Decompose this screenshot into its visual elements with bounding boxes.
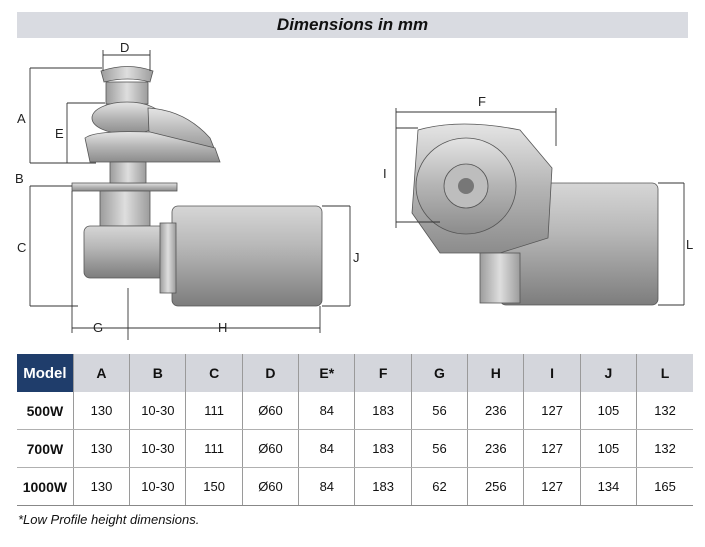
table-cell: 132 (636, 429, 693, 468)
front-view-drawing (411, 123, 659, 306)
header-i: I (523, 354, 581, 392)
table-cell: 56 (410, 392, 468, 430)
footnote: *Low Profile height dimensions. (18, 512, 200, 527)
table-cell: 105 (579, 392, 637, 430)
label-G: G (93, 320, 103, 335)
table-cell: 165 (636, 467, 693, 506)
table-cell: 183 (354, 429, 412, 468)
table-row: 500W 130 10-30 111 Ø60 84 183 56 236 127… (17, 392, 693, 430)
table-cell: Ø60 (241, 467, 299, 506)
table-cell: 84 (298, 429, 355, 468)
page-title: Dimensions in mm (17, 12, 688, 38)
header-f: F (354, 354, 412, 392)
side-view-dimension-lines (29, 50, 351, 340)
model-cell: 1000W (17, 467, 74, 506)
table-cell: 134 (579, 467, 637, 506)
table-cell: 236 (467, 392, 524, 430)
table-cell: 84 (298, 467, 355, 506)
header-model: Model (17, 354, 74, 392)
table-cell: 105 (579, 429, 637, 468)
dimensions-table: Model A B C D E* F G H I J L 500W 130 10… (17, 354, 693, 506)
model-cell: 700W (17, 429, 74, 468)
label-C: C (17, 240, 26, 255)
table-row: 700W 130 10-30 111 Ø60 84 183 56 236 127… (17, 429, 693, 468)
header-b: B (129, 354, 186, 392)
table-cell: 130 (72, 467, 130, 506)
table-cell: Ø60 (241, 392, 299, 430)
table-cell: 10-30 (129, 392, 186, 430)
table-cell: 56 (410, 429, 468, 468)
table-cell: 150 (185, 467, 243, 506)
table-cell: 130 (72, 429, 130, 468)
table-cell: 127 (523, 467, 581, 506)
table-cell: 256 (467, 467, 524, 506)
label-I: I (383, 166, 387, 181)
model-cell: 500W (17, 392, 74, 430)
winch-drawings-svg: A E B C D G H J F I L (15, 40, 693, 340)
label-L: L (686, 237, 693, 252)
label-B: B (15, 171, 24, 186)
table-cell: 111 (185, 429, 243, 468)
table-cell: 236 (467, 429, 524, 468)
table-cell: 127 (523, 429, 581, 468)
table-header-row: Model A B C D E* F G H I J L (17, 354, 693, 392)
label-A: A (17, 111, 26, 126)
table-row: 1000W 130 10-30 150 Ø60 84 183 62 256 12… (17, 467, 693, 506)
table-cell: 183 (354, 392, 412, 430)
label-H: H (218, 320, 227, 335)
table-cell: 10-30 (129, 429, 186, 468)
label-E: E (55, 126, 64, 141)
header-h: H (467, 354, 524, 392)
header-g: G (410, 354, 468, 392)
table-cell: 183 (354, 467, 412, 506)
header-d: D (241, 354, 299, 392)
table-cell: 127 (523, 392, 581, 430)
front-view-dimension-lines (395, 108, 685, 306)
table-cell: 10-30 (129, 467, 186, 506)
header-e: E* (298, 354, 355, 392)
label-F: F (478, 94, 486, 109)
table-cell: 111 (185, 392, 243, 430)
side-view-drawing (71, 66, 323, 307)
label-D: D (120, 40, 129, 55)
winch-dimension-diagram: A E B C D G H J F I L (0, 38, 705, 340)
header-j: J (579, 354, 637, 392)
table-cell: 132 (636, 392, 693, 430)
table-cell: 84 (298, 392, 355, 430)
label-J: J (353, 250, 360, 265)
header-c: C (185, 354, 243, 392)
table-cell: Ø60 (241, 429, 299, 468)
header-a: A (72, 354, 130, 392)
table-cell: 130 (72, 392, 130, 430)
header-l: L (636, 354, 693, 392)
table-cell: 62 (410, 467, 468, 506)
